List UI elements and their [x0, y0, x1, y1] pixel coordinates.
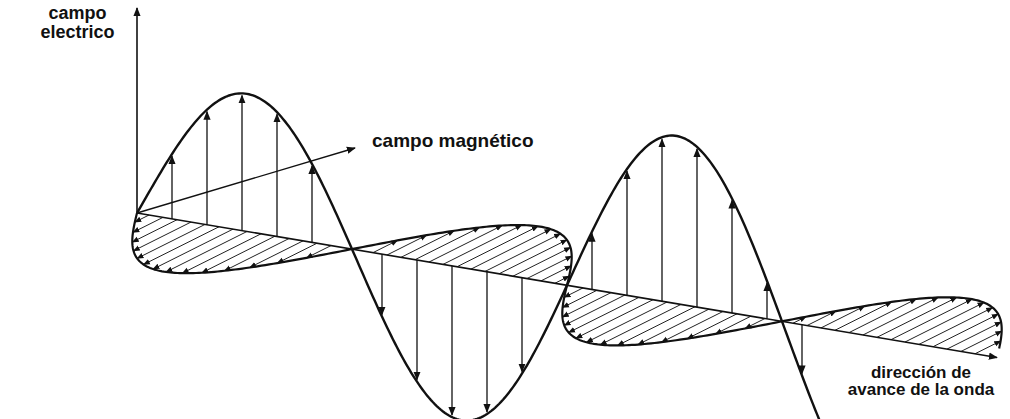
magnetic-vector — [133, 217, 163, 232]
electric-vector — [626, 171, 627, 295]
electric-vector — [381, 254, 382, 314]
electric-wave — [137, 93, 821, 419]
electric-vector — [171, 156, 172, 219]
magnetic-vector — [569, 297, 639, 332]
electric-vector — [451, 266, 452, 415]
magnetic-vector — [541, 266, 571, 281]
magnetic-vector — [919, 308, 993, 345]
electric-vector — [241, 95, 242, 230]
magnetic-vector — [144, 227, 219, 265]
electric-vector — [766, 283, 767, 319]
magnetic-vector — [638, 309, 709, 344]
electric-vector — [416, 260, 417, 380]
electric-vector — [801, 325, 802, 374]
magnetic-vector — [576, 300, 653, 339]
magnetic-vector — [513, 247, 570, 276]
magnetic-vector — [132, 220, 177, 242]
magnetic-vector — [961, 331, 1002, 351]
magnetic-vector — [499, 240, 567, 274]
electric-vector — [486, 272, 487, 412]
magnetic-vector — [563, 290, 597, 307]
magnetic-vector — [137, 224, 205, 258]
axis-label: campo electrico — [30, 4, 125, 42]
magnetic-vector — [562, 293, 611, 317]
electric-vector — [521, 278, 522, 372]
electric-vector — [591, 234, 592, 290]
electric-vector — [731, 200, 732, 313]
axis-label: campo magnético — [372, 130, 592, 152]
axis-label: dirección de avance de la onda — [846, 364, 996, 398]
magnetic-vector — [933, 314, 998, 347]
magnetic-vector — [202, 236, 275, 273]
magnetic-vector — [429, 226, 502, 263]
electric-vector — [311, 166, 312, 242]
magnetic-vector — [134, 222, 191, 251]
electric-vector — [276, 114, 277, 236]
electric-vector — [661, 139, 662, 301]
electric-vector — [206, 112, 207, 225]
electric-axis — [136, 8, 138, 213]
magnetic-vector — [564, 295, 625, 325]
magnetic-vector — [863, 297, 938, 335]
magnetic-vector — [485, 234, 560, 272]
magnetic-vector — [527, 256, 572, 278]
wave-layer — [132, 8, 1001, 419]
electric-vector — [696, 149, 697, 307]
magnetic-vector — [975, 341, 1001, 354]
